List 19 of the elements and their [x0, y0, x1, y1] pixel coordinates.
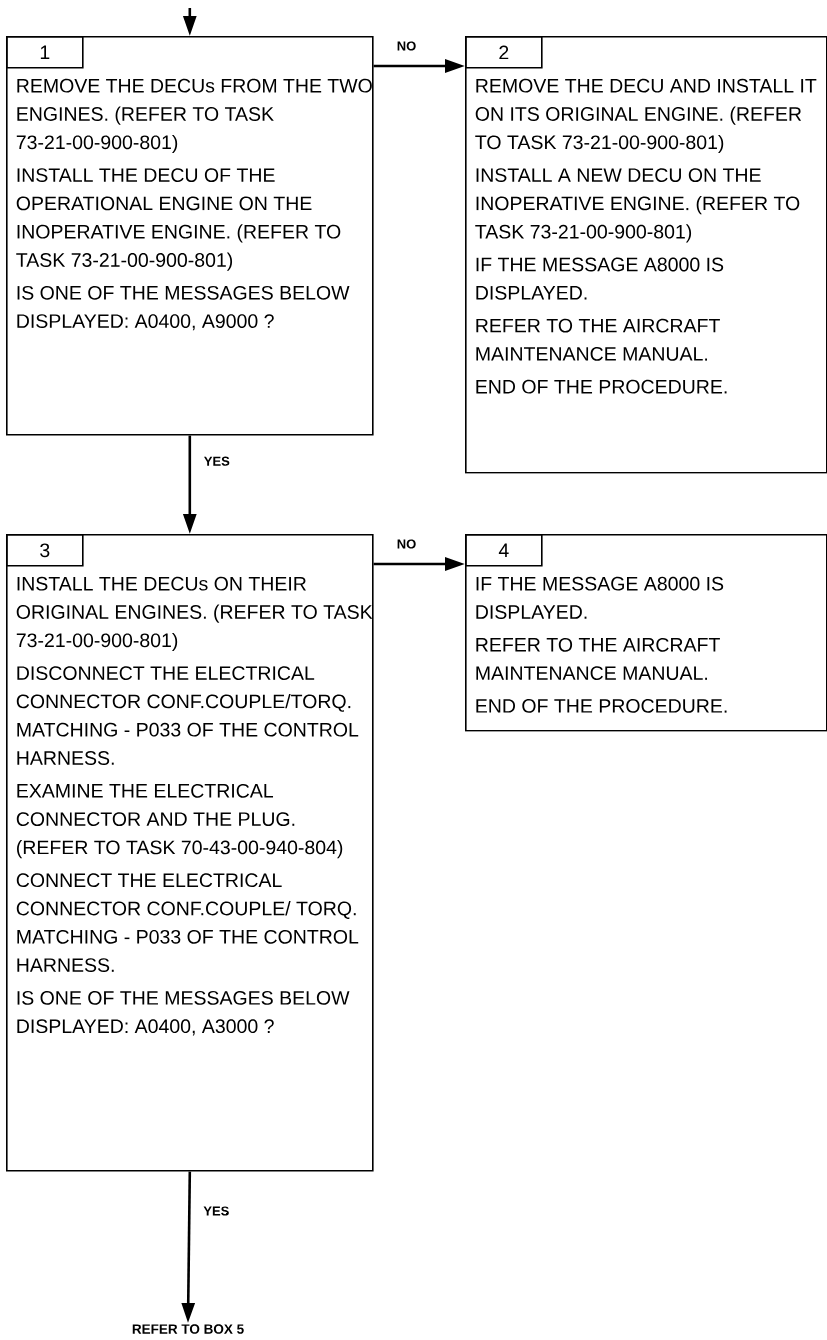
- edge-label: YES: [202, 455, 231, 467]
- step-number: 1: [6, 36, 84, 69]
- edge-label: YES: [202, 1205, 231, 1217]
- node-label: END OF THE PROCEDURE.: [476, 379, 727, 394]
- node-label: REMOVE THE DECU AND INSTALL IT ON ITS ORIGINAL ENGINE. (REFER TO TASK 73-21-00-900-801): [475, 78, 817, 154]
- node-label: INSTALL A NEW DECU ON THE INOPERATIVE ENGINE. (REFER TO TASK 73-21-00-900-801): [475, 168, 800, 243]
- node-label: REFER TO THE AIRCRAFT MAINTENANCE MANUAL.: [476, 318, 720, 361]
- step-number: 2: [465, 36, 543, 69]
- step-number: 4: [465, 534, 543, 567]
- node-label: IS ONE OF THE MESSAGES BELOW DISPLAYED: A0400, A3000 ?: [17, 991, 350, 1036]
- reference-text: REFER TO BOX 5: [132, 1324, 244, 1334]
- node-label: DISCONNECT THE ELECTRICAL CONNECTOR CONF.COUPLE/TORQ. MATCHING - P033 OF THE CONTROL HARNESS.: [16, 666, 359, 765]
- step-number: 3: [6, 534, 84, 567]
- edge-label: NO: [395, 538, 418, 550]
- node-label: CONNECT THE ELECTRICAL CONNECTOR CONF.COUPLE/ TORQ. MATCHING - P033 OF THE CONTROL HARNESS.: [16, 873, 359, 973]
- edge-label: NO: [395, 40, 418, 52]
- node-label: IF THE MESSAGE A8000 IS DISPLAYED.: [476, 257, 724, 300]
- node-label: INSTALL THE DECUs ON THEIR ORIGINAL ENGINES. (REFER TO TASK 73-21-00-900-801): [16, 576, 373, 652]
- node-label: EXAMINE THE ELECTRICAL CONNECTOR AND THE PLUG. (REFER TO TASK 70-43-00-940-804): [16, 783, 343, 859]
